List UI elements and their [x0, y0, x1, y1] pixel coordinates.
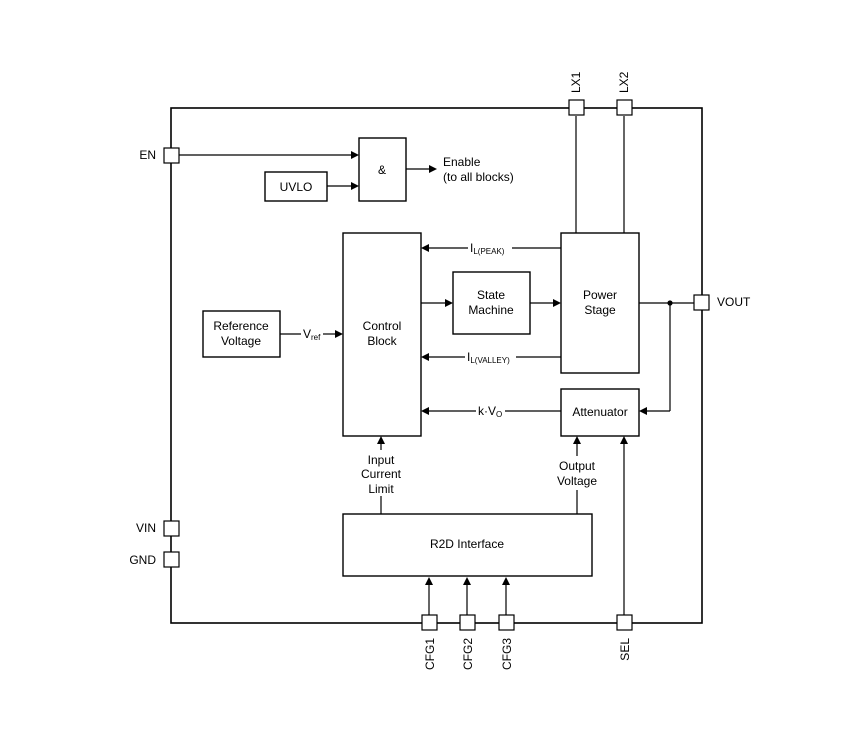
pin-vout-label: VOUT: [717, 295, 751, 309]
enable-line-2: (to all blocks): [443, 170, 514, 184]
arrowhead: [463, 577, 471, 585]
il-peak-sub: L(PEAK): [473, 247, 504, 256]
input-current-limit-label: Input Current Limit: [361, 453, 402, 496]
arrowhead: [553, 299, 561, 307]
enable-output-label: Enable (to all blocks): [443, 155, 514, 184]
pin-vout-square: [693, 294, 710, 311]
control-line-1: Control: [363, 319, 402, 333]
arrowhead: [421, 407, 429, 415]
vref-main: V: [303, 327, 311, 341]
state-machine-line-1: State: [477, 288, 505, 302]
vref-label: Vref: [303, 327, 321, 342]
r2d-label: R2D Interface: [430, 537, 504, 551]
ov-line-1: Output: [559, 459, 596, 473]
icl-line-3: Limit: [368, 482, 394, 496]
pin-cfg2-square: [459, 614, 476, 631]
pin-vin-label: VIN: [136, 521, 156, 535]
and-gate-label: &: [378, 163, 386, 177]
pin-cfg3-square: [498, 614, 515, 631]
arrowhead: [421, 353, 429, 361]
arrowhead: [639, 407, 647, 415]
il-valley-sub: L(VALLEY): [470, 356, 510, 365]
uvlo-block: UVLO: [264, 171, 328, 202]
and-gate-block: &: [358, 137, 407, 202]
control-line-2: Block: [367, 334, 397, 348]
arrowhead: [377, 436, 385, 444]
arrowhead: [335, 330, 343, 338]
pin-cfg3-label: CFG3: [500, 638, 514, 670]
kvo-label: k·VO: [478, 404, 502, 419]
il-peak-main: I: [470, 241, 473, 255]
il-peak-label: IL(PEAK): [470, 241, 505, 256]
pin-lx2-square: [616, 99, 633, 116]
pin-en-label: EN: [139, 148, 156, 162]
arrowhead: [502, 577, 510, 585]
pin-lx2-label: LX2: [617, 71, 631, 93]
icl-line-2: Current: [361, 467, 402, 481]
arrowhead: [429, 165, 437, 173]
pin-gnd-label: GND: [129, 553, 156, 567]
arrowhead: [351, 182, 359, 190]
vref-sub: ref: [311, 333, 321, 342]
pin-lx1-square: [568, 99, 585, 116]
pin-sel-square: [616, 614, 633, 631]
kvo-sub: O: [496, 410, 502, 419]
power-stage-line-1: Power: [583, 288, 617, 302]
reference-line-1: Reference: [213, 319, 269, 333]
uvlo-label: UVLO: [280, 180, 313, 194]
arrowhead: [620, 436, 628, 444]
pin-en-square: [163, 147, 180, 164]
r2d-interface-block: R2D Interface: [342, 513, 593, 577]
state-machine-line-2: Machine: [468, 303, 514, 317]
il-valley-label: IL(VALLEY): [467, 350, 510, 365]
pin-cfg2-label: CFG2: [461, 638, 475, 670]
arrowhead: [421, 244, 429, 252]
pin-cfg1-square: [421, 614, 438, 631]
pin-lx1-label: LX1: [569, 71, 583, 93]
pin-cfg1-label: CFG1: [423, 638, 437, 670]
pin-sel-label: SEL: [618, 638, 632, 661]
attenuator-block: Attenuator: [560, 388, 640, 437]
icl-line-1: Input: [368, 453, 395, 467]
kvo-main: k·V: [478, 404, 496, 418]
arrowhead: [573, 436, 581, 444]
state-machine-block: State Machine: [452, 271, 531, 335]
arrowhead: [445, 299, 453, 307]
ov-line-2: Voltage: [557, 474, 597, 488]
power-stage-block: Power Stage: [560, 232, 640, 374]
pin-vin-square: [163, 520, 180, 537]
reference-line-2: Voltage: [221, 334, 261, 348]
pin-gnd-square: [163, 551, 180, 568]
il-valley-main: I: [467, 350, 470, 364]
arrowhead: [425, 577, 433, 585]
attenuator-label: Attenuator: [572, 405, 627, 419]
enable-line-1: Enable: [443, 155, 481, 169]
power-stage-line-2: Stage: [584, 303, 616, 317]
output-voltage-label: Output Voltage: [557, 459, 597, 488]
arrowhead: [351, 151, 359, 159]
reference-voltage-block: Reference Voltage: [202, 310, 281, 358]
control-block: Control Block: [342, 232, 422, 437]
